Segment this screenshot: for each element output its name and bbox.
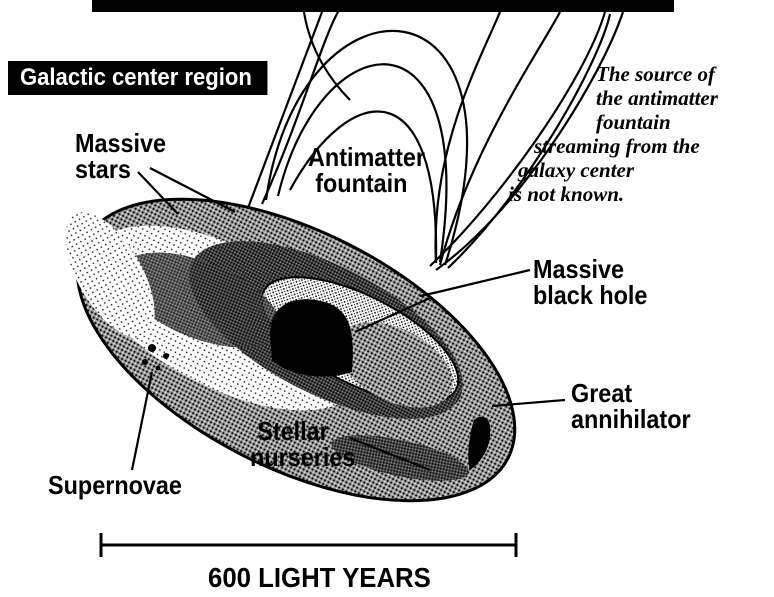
top-banner-bar [92,0,674,12]
diagram-title: Galactic center region [8,61,267,95]
source-note: The source of the antimatter fountain st… [508,62,774,206]
scale-bar-label: 600 LIGHT YEARS [208,562,431,594]
scale-bar [101,533,516,557]
label-great-annihilator: Great annihilator [571,380,691,432]
label-massive-black-hole: Massive black hole [533,256,647,308]
label-massive-stars: Massive stars [75,130,166,182]
label-antimatter-fountain: Antimatter fountain [308,144,425,196]
black-hole-shape [270,299,353,376]
label-supernovae: Supernovae [48,472,182,498]
label-stellar-nurseries: Stellar nurseries [250,418,355,470]
